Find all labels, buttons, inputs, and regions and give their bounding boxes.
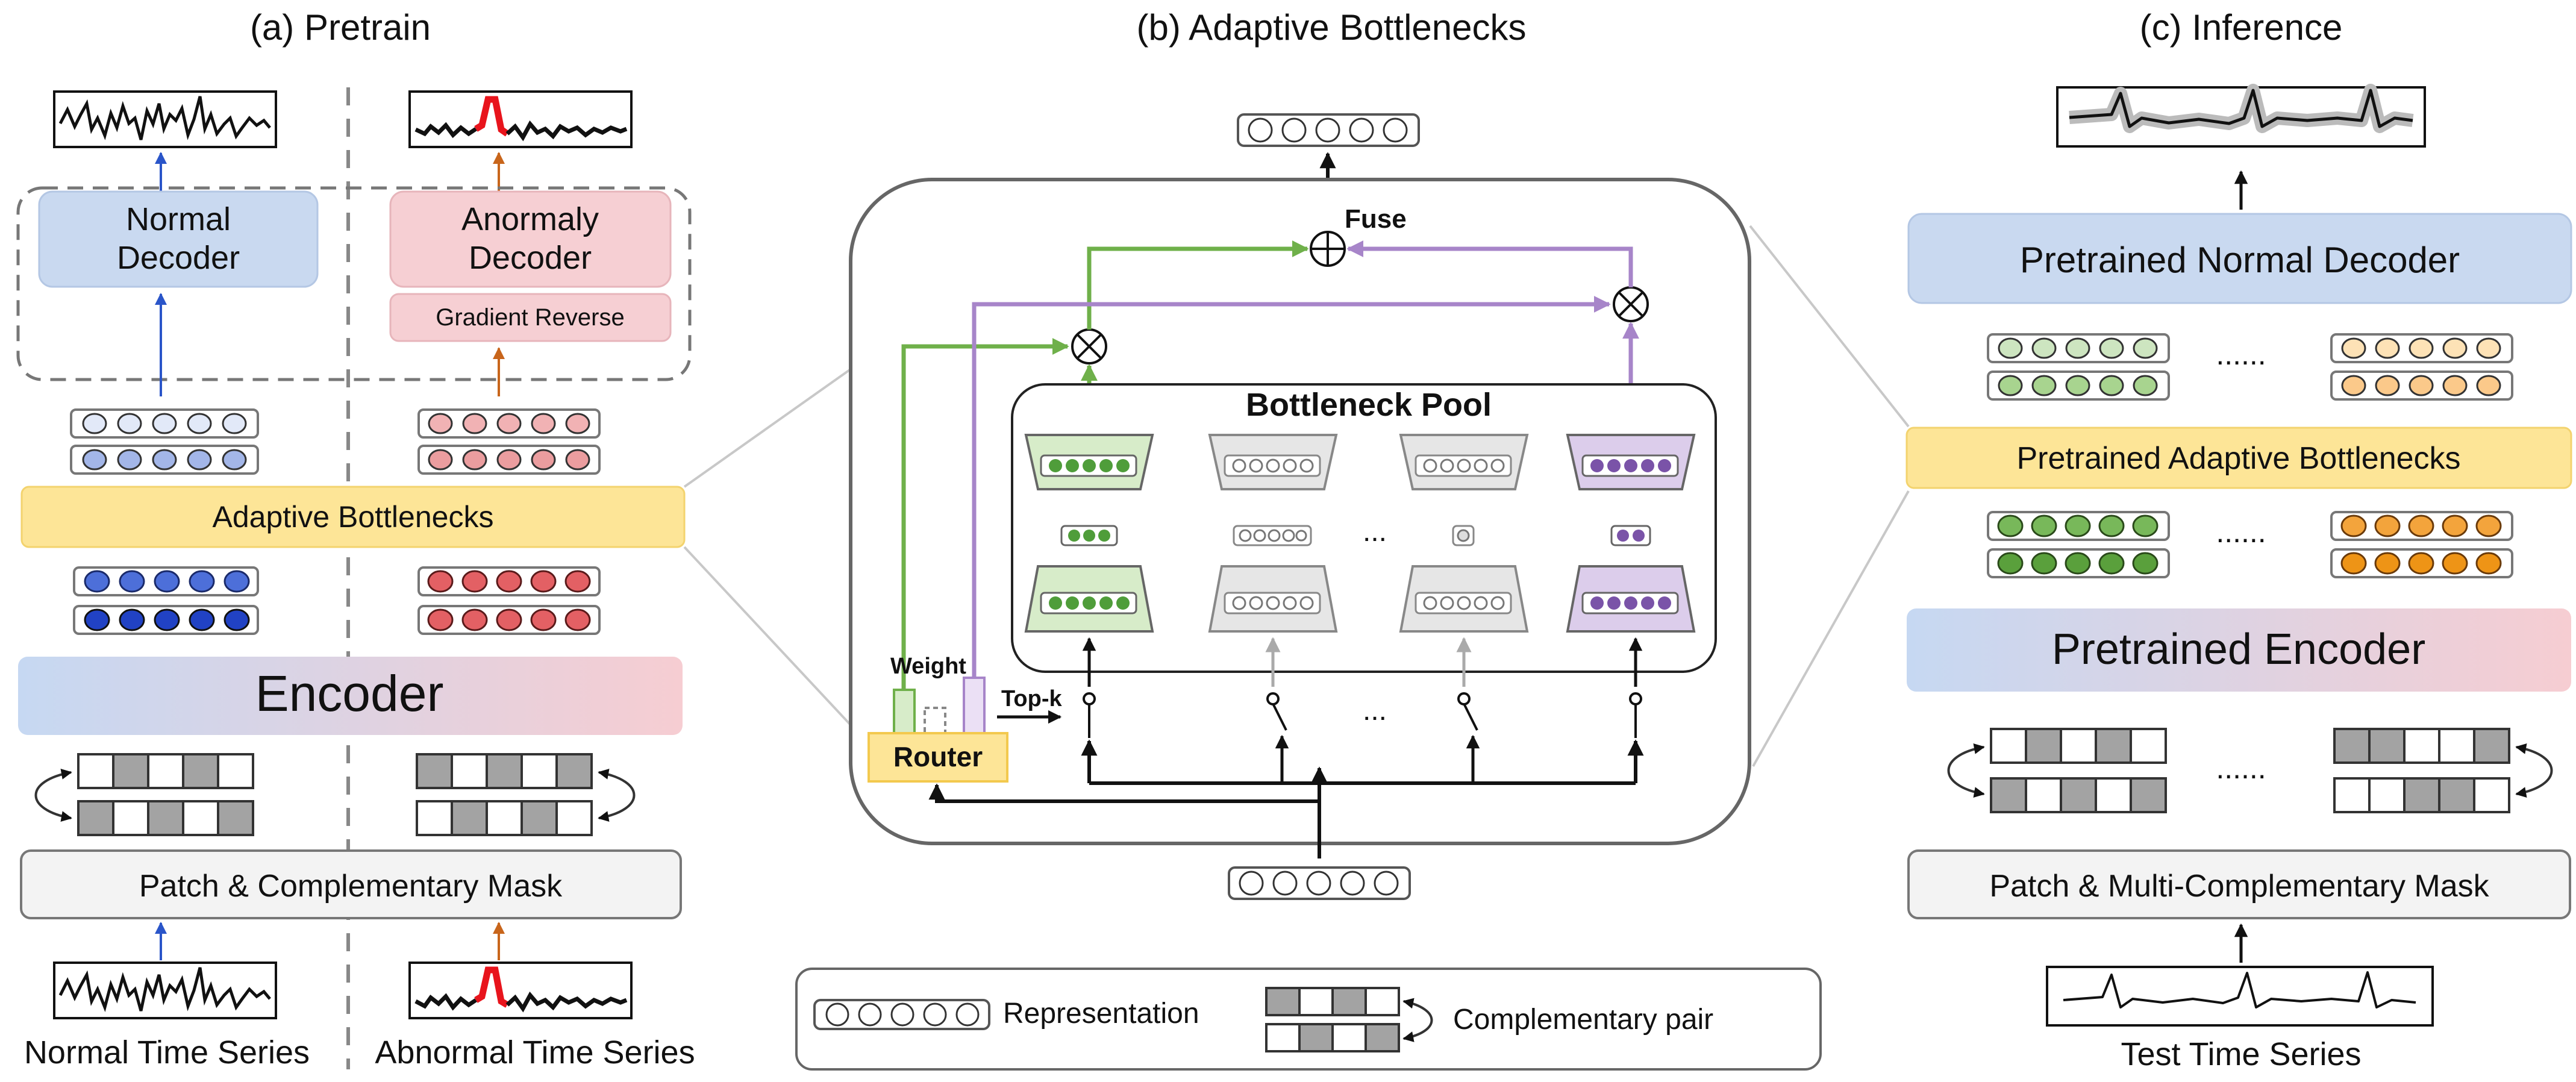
bottleneck-gray-2 bbox=[1399, 434, 1529, 633]
inference-normal-decoder: Pretrained Normal Decoder bbox=[1907, 213, 2572, 304]
bottleneck-gray-1 bbox=[1208, 434, 1338, 633]
svg-text:Gradient Reverse: Gradient Reverse bbox=[436, 304, 624, 331]
normal-time-series-plot bbox=[53, 962, 277, 1019]
legend-representation-swatch bbox=[813, 999, 990, 1030]
svg-text:Decoder: Decoder bbox=[469, 240, 592, 276]
pretrain-adaptive-bottlenecks: Adaptive Bottlenecks bbox=[20, 486, 686, 548]
legend-complementary-label: Complementary pair bbox=[1453, 1004, 1713, 1036]
normal-latent-vectors bbox=[70, 408, 259, 475]
abnormal-complementary-patches bbox=[416, 753, 593, 836]
input-distribution-bus bbox=[928, 739, 1644, 858]
router: Router bbox=[868, 732, 1008, 783]
bottleneck-pool bbox=[1011, 383, 1717, 673]
gradient-reverse: Gradient Reverse bbox=[389, 293, 672, 342]
zoom-line-left-top bbox=[683, 363, 858, 488]
inference-adaptive-bottlenecks: Pretrained Adaptive Bottlenecks bbox=[1905, 427, 2572, 489]
panel-title-inference: (c) Inference bbox=[2140, 7, 2343, 48]
inference-latent-ellipsis: ...... bbox=[2216, 337, 2266, 371]
legend-box bbox=[795, 968, 1822, 1071]
normal-encoded-vectors bbox=[73, 566, 259, 635]
inference-encoder: Pretrained Encoder bbox=[1907, 608, 2571, 692]
anomaly-reconstruction-plot bbox=[408, 90, 633, 148]
inference-swap-arrow-right bbox=[2515, 743, 2553, 798]
svg-text:Pretrained Adaptive Bottleneck: Pretrained Adaptive Bottlenecks bbox=[2016, 441, 2460, 476]
decoder-group bbox=[16, 186, 692, 381]
inference-output-plot bbox=[2056, 84, 2426, 148]
normal-complementary-patches bbox=[77, 753, 254, 836]
inference-latent-vectors-orange bbox=[2330, 333, 2513, 401]
green-weight-path bbox=[901, 338, 1069, 690]
purple-multiply-node bbox=[1613, 286, 1649, 322]
abnormal-time-series-label: Abnormal Time Series bbox=[375, 1034, 695, 1071]
inference-patch-ellipsis: ...... bbox=[2216, 751, 2266, 785]
purple-weight-path bbox=[972, 296, 1611, 690]
inference-patches-left bbox=[1990, 728, 2167, 813]
inference-encoded-ellipsis: ...... bbox=[2216, 515, 2266, 549]
svg-text:Router: Router bbox=[893, 741, 983, 772]
inference-patch-mask: Patch & Multi-Complementary Mask bbox=[1907, 849, 2571, 919]
pretrain-patch-mask: Patch & Complementary Mask bbox=[20, 849, 682, 919]
zoom-line-right-top bbox=[1749, 225, 1910, 428]
abnormal-swap-arrow bbox=[598, 769, 636, 822]
legend-complementary-swatch bbox=[1265, 987, 1400, 1052]
topk-label: Top-k bbox=[1001, 686, 1062, 711]
fuse-node bbox=[1310, 231, 1346, 267]
anomaly-decoder: Anormaly Decoder bbox=[389, 190, 672, 288]
abnormal-latent-vectors bbox=[417, 408, 601, 475]
purple-to-fuse-path bbox=[1346, 240, 1633, 287]
svg-text:Decoder: Decoder bbox=[117, 240, 240, 276]
normal-reconstruction-plot bbox=[53, 90, 277, 148]
inference-swap-arrow-left bbox=[1947, 743, 1985, 798]
bottleneck-output-representation bbox=[1237, 113, 1420, 147]
test-time-series-label: Test Time Series bbox=[2121, 1036, 2361, 1072]
inference-latent-vectors-green bbox=[1987, 333, 2170, 401]
svg-text:Adaptive Bottlenecks: Adaptive Bottlenecks bbox=[213, 500, 494, 534]
fuse-label: Fuse bbox=[1345, 204, 1407, 234]
panel-title-bottlenecks: (b) Adaptive Bottlenecks bbox=[1136, 7, 1526, 48]
svg-text:Pretrained Normal Decoder: Pretrained Normal Decoder bbox=[2020, 240, 2460, 280]
normal-decoder: Normal Decoder bbox=[38, 190, 319, 288]
bottleneck-purple bbox=[1566, 434, 1696, 633]
pretrain-encoder: Encoder bbox=[18, 657, 683, 735]
bottleneck-green bbox=[1024, 434, 1154, 633]
pool-ellipsis: ... bbox=[1363, 516, 1387, 548]
inference-encoded-vectors-orange bbox=[2330, 511, 2513, 578]
zoom-line-left-bottom bbox=[683, 546, 857, 731]
green-multiply-node bbox=[1071, 328, 1107, 364]
test-time-series-plot bbox=[2046, 966, 2434, 1027]
svg-text:Patch & Complementary Mask: Patch & Complementary Mask bbox=[139, 869, 563, 904]
svg-text:Anormaly: Anormaly bbox=[461, 201, 599, 237]
svg-text:Normal: Normal bbox=[126, 201, 231, 237]
normal-time-series-label: Normal Time Series bbox=[24, 1034, 310, 1071]
switch-ellipsis: ... bbox=[1363, 695, 1387, 727]
legend-representation-label: Representation bbox=[1003, 998, 1199, 1030]
svg-text:Patch & Multi-Complementary Ma: Patch & Multi-Complementary Mask bbox=[1989, 869, 2489, 904]
legend-swap-arrow bbox=[1402, 998, 1433, 1042]
bottleneck-pool-label: Bottleneck Pool bbox=[1246, 387, 1492, 423]
bottleneck-input-representation bbox=[1228, 866, 1411, 900]
topk-switches bbox=[1082, 637, 1643, 783]
zoom-line-right-bottom bbox=[1752, 490, 1910, 767]
normal-swap-arrow bbox=[34, 769, 72, 822]
panel-title-pretrain: (a) Pretrain bbox=[250, 7, 431, 48]
inference-patches-right bbox=[2333, 728, 2510, 813]
svg-text:Pretrained Encoder: Pretrained Encoder bbox=[2052, 625, 2425, 674]
abnormal-time-series-plot bbox=[408, 962, 633, 1019]
abnormal-encoded-vectors bbox=[417, 566, 601, 635]
weight-label: Weight bbox=[890, 654, 966, 679]
svg-text:Encoder: Encoder bbox=[255, 665, 444, 722]
inference-encoded-vectors-green bbox=[1987, 511, 2170, 578]
